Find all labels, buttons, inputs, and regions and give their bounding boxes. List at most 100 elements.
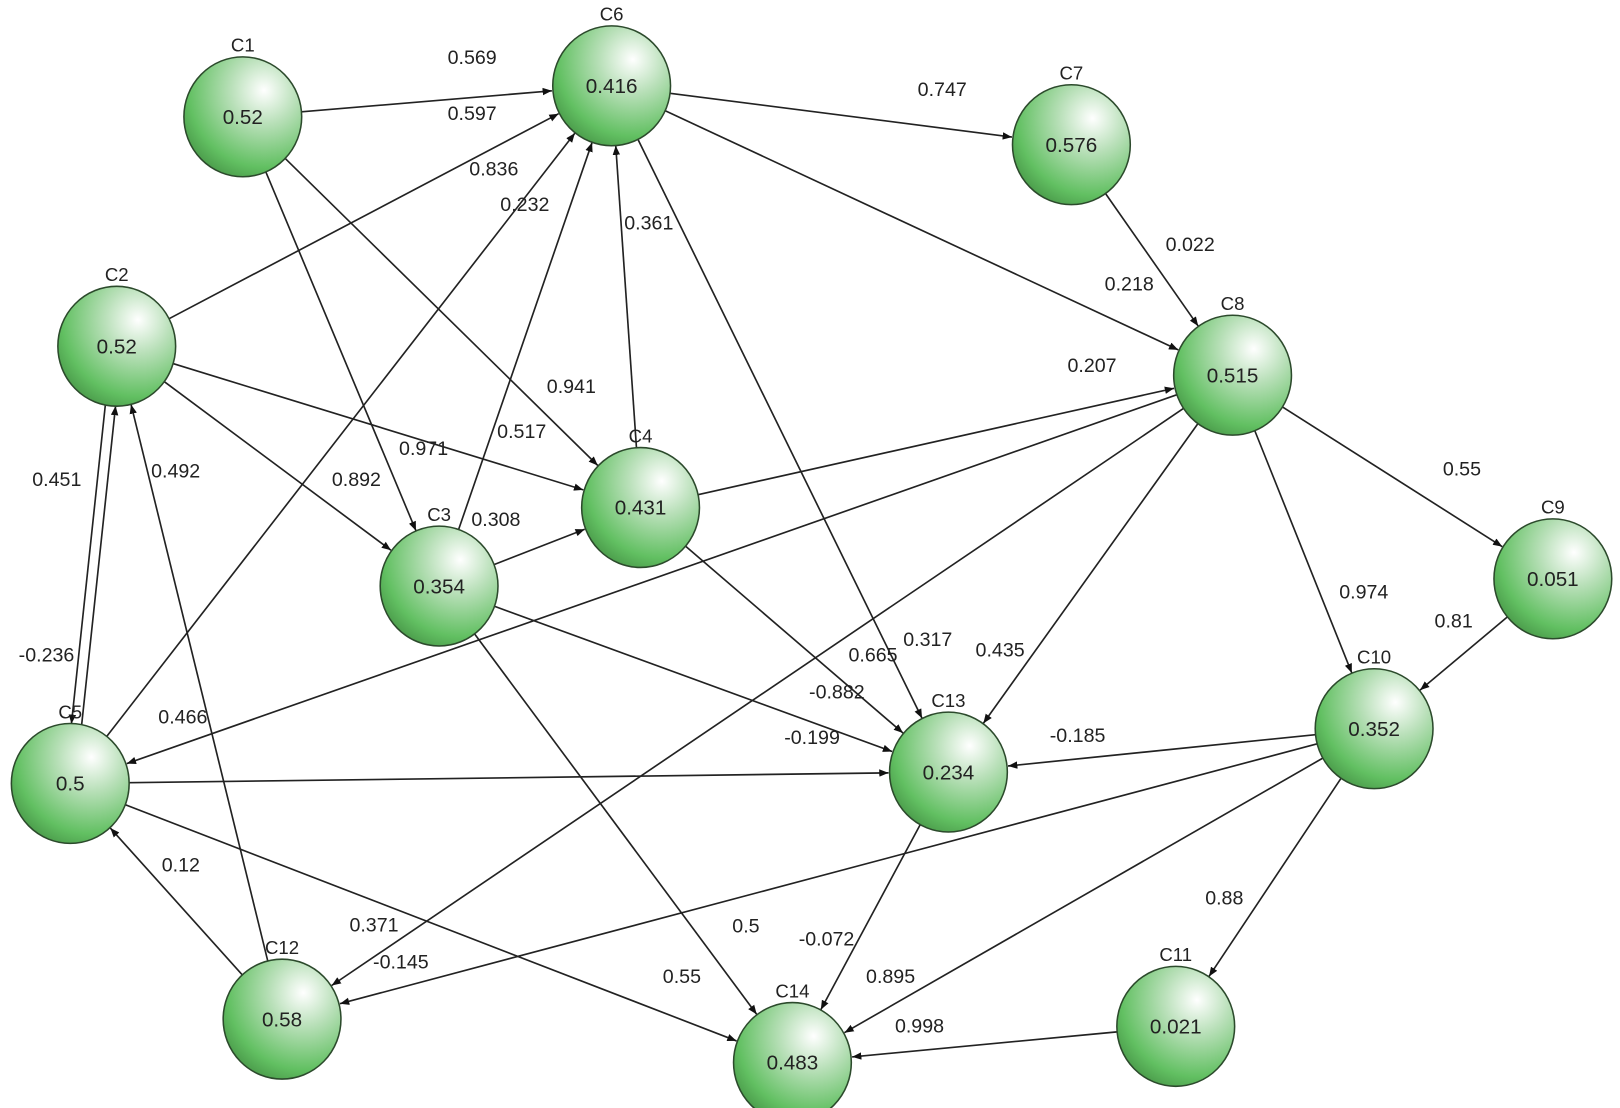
edge-weight-label: 0.971: [399, 438, 448, 460]
node-sphere: [183, 56, 303, 178]
edge-c3-to-c6: [457, 142, 593, 531]
edge-c4-to-c8: [697, 386, 1175, 496]
edge-weight-label: -0.882: [809, 682, 865, 704]
edge-c12-to-c5: [109, 827, 244, 976]
node-name: C3: [427, 504, 451, 525]
node-value: 0.431: [615, 497, 667, 520]
node-sphere: [1011, 83, 1132, 206]
node-name: C7: [1060, 63, 1084, 84]
node-name: C2: [105, 264, 129, 285]
edge-weight-label: 0.207: [1067, 355, 1116, 377]
edge-weight-label: -0.072: [799, 929, 855, 951]
edge-weight-label: 0.81: [1435, 610, 1473, 632]
edge-weight-label: 0.361: [624, 212, 673, 234]
edge-c3-to-c4: [493, 528, 586, 566]
node-value: 0.234: [923, 761, 975, 784]
edge-weight-label: -0.185: [1050, 725, 1106, 747]
edge-c2-to-c6: [168, 112, 559, 320]
node-value: 0.416: [586, 75, 638, 98]
node-c1[interactable]: C1 0.52: [183, 35, 303, 178]
node-value: 0.354: [413, 575, 465, 598]
edge-weight-label: 0.517: [497, 421, 546, 443]
node-value: 0.576: [1046, 134, 1098, 157]
node-value: 0.515: [1207, 364, 1259, 387]
edge-c6-to-c8: [664, 109, 1179, 351]
edge-weight-label: 0.022: [1166, 234, 1215, 256]
edge-weight-label: 0.317: [903, 629, 952, 651]
node-sphere: [379, 525, 499, 647]
node-c2[interactable]: C2 0.52: [57, 264, 177, 407]
node-name: C13: [931, 690, 965, 711]
edge-labels-layer: 0.5690.5970.8360.2320.3610.9410.5170.971…: [19, 47, 1481, 1037]
node-c8[interactable]: C8 0.515: [1172, 293, 1293, 436]
node-sphere: [1116, 965, 1236, 1088]
edge-weight-label: 0.597: [448, 103, 497, 125]
edge-c3-to-c13: [494, 605, 893, 753]
edge-weight-label: 0.974: [1339, 581, 1388, 603]
node-name: C1: [231, 35, 255, 56]
edge-c10-to-c14: [844, 757, 1324, 1034]
edge-c13-to-c14: [820, 823, 922, 1011]
edge-weight-label: 0.435: [976, 639, 1025, 661]
edge-c4-to-c6: [612, 145, 638, 449]
edge-weight-label: -0.236: [19, 644, 75, 666]
edge-weight-label: 0.665: [848, 644, 897, 666]
edge-c12-to-c2: [129, 404, 269, 963]
edge-weight-label: -0.145: [373, 951, 429, 973]
node-value: 0.52: [223, 106, 263, 129]
edge-weight-label: 0.941: [547, 376, 596, 398]
edge-c1-to-c4: [284, 157, 599, 467]
edge-weight-label: 0.88: [1205, 887, 1243, 909]
node-name: C5: [58, 701, 82, 722]
edge-weight-label: 0.232: [500, 194, 549, 216]
node-name: C10: [1357, 647, 1391, 668]
edge-c5-to-c6: [105, 132, 576, 738]
edge-c5-to-c14: [124, 803, 737, 1042]
edge-c5-to-c2: [80, 405, 119, 725]
edge-weight-label: 0.998: [895, 1016, 944, 1038]
edge-weight-label: 0.895: [866, 966, 915, 988]
edge-weight-label: 0.308: [471, 509, 520, 531]
edge-c4-to-c13: [684, 545, 904, 734]
node-c7[interactable]: C7 0.576: [1011, 63, 1132, 206]
node-name: C8: [1221, 293, 1245, 314]
edge-weight-label: 0.451: [32, 469, 81, 491]
edge-weight-label: 0.371: [349, 914, 398, 936]
node-sphere: [1314, 667, 1434, 790]
node-value: 0.5: [56, 773, 85, 796]
edge-weight-label: 0.55: [663, 966, 701, 988]
node-c4[interactable]: C40.431: [580, 425, 701, 569]
node-c9[interactable]: C90.051: [1493, 497, 1613, 640]
node-c5[interactable]: C5 0.5: [10, 701, 130, 845]
node-sphere: [222, 958, 342, 1080]
node-value: 0.52: [97, 335, 137, 358]
edge-c9-to-c10: [1419, 616, 1509, 691]
edge-c8-to-c12: [331, 407, 1185, 987]
edges-layer: [68, 87, 1509, 1060]
node-c6[interactable]: C6 0.416: [551, 4, 672, 147]
edge-c8-to-c5: [126, 393, 1178, 765]
edge-c3-to-c14: [473, 632, 758, 1015]
edge-weight-label: 0.55: [1443, 458, 1481, 480]
edge-c6-to-c7: [669, 92, 1013, 140]
edge-c8-to-c9: [1281, 406, 1503, 548]
node-c13[interactable]: C13 0.234: [888, 690, 1009, 833]
edge-c6-to-c13: [636, 138, 923, 719]
edge-weight-label: 0.492: [151, 461, 200, 483]
node-c3[interactable]: C3 0.354: [379, 504, 499, 647]
edge-c5-to-c13: [129, 769, 889, 784]
edge-c7-to-c8: [1104, 192, 1199, 327]
edge-c1-to-c6: [301, 87, 552, 113]
node-value: 0.58: [262, 1008, 302, 1031]
edge-weight-label: 0.12: [162, 854, 200, 876]
node-name: C6: [600, 4, 624, 25]
edge-weight-label: 0.466: [158, 707, 207, 729]
edge-c2-to-c3: [163, 380, 392, 551]
edge-c10-to-c13: [1007, 733, 1316, 769]
edge-c8-to-c13: [982, 422, 1199, 724]
